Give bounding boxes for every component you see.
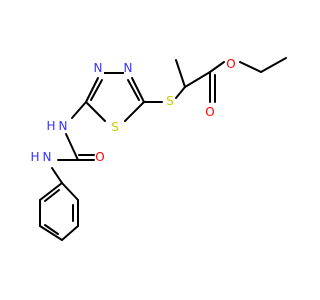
bond-ring-s-right-c xyxy=(124,101,145,122)
bond-ph-3-4 xyxy=(61,225,79,241)
bond-alpha-methyl xyxy=(175,59,186,88)
bond-ringc-nh xyxy=(71,101,87,119)
atom-n-ring-left: N xyxy=(94,61,103,75)
atom-n-ring-right: N xyxy=(124,61,133,75)
bond-ph-4-5 xyxy=(39,225,63,241)
atom-bg xyxy=(95,151,105,163)
molecule-structure: O O S N N S H N O H N xyxy=(30,57,287,241)
atom-bg xyxy=(30,151,54,163)
bond-ph-inner-c xyxy=(44,189,60,202)
bond-ring-c-n-right-double xyxy=(127,79,140,101)
bond-ring-left-c-s xyxy=(85,101,106,122)
atom-o-carbonyl-ester: O xyxy=(205,105,214,119)
bond-ring-n-left-c xyxy=(85,77,99,103)
bond-alpha-s xyxy=(175,86,186,99)
bond-ring-c-n-right xyxy=(131,77,145,103)
bond-carbonyl-alpha xyxy=(184,71,211,88)
bond-nh-urea-c xyxy=(65,133,79,161)
atom-nh-urea-h: H xyxy=(30,150,39,164)
bonds xyxy=(39,57,287,241)
atom-bg xyxy=(124,62,134,74)
atom-s-thioether: S xyxy=(166,94,174,108)
atom-o-urea: O xyxy=(95,150,104,164)
atom-labels: O O S N N S H N O H N xyxy=(30,57,236,164)
atom-bg xyxy=(205,106,215,118)
bond-ph-1-2 xyxy=(61,182,79,201)
bond-o-carbonyl xyxy=(209,61,225,73)
atom-bg xyxy=(165,95,175,107)
atom-o-ester: O xyxy=(226,57,235,71)
atom-s-ring: S xyxy=(111,120,119,134)
atom-nh-left-n: N xyxy=(59,119,68,133)
bond-ethyl-ch2-o xyxy=(239,61,262,73)
bond-ph-inner-b xyxy=(44,224,59,235)
bond-ethyl-ch3-ch2 xyxy=(260,57,287,73)
atom-bg xyxy=(110,121,120,133)
atom-nh-urea-n: N xyxy=(43,150,52,164)
atom-nh-left-h: H xyxy=(46,119,55,133)
bond-ring-n-left-c-double xyxy=(90,79,103,101)
bond-ph-6-1 xyxy=(39,182,63,201)
atom-bg xyxy=(94,62,104,74)
bond-nh-phenyl xyxy=(51,167,63,184)
atom-bg xyxy=(46,120,70,132)
atom-bg xyxy=(225,58,235,70)
